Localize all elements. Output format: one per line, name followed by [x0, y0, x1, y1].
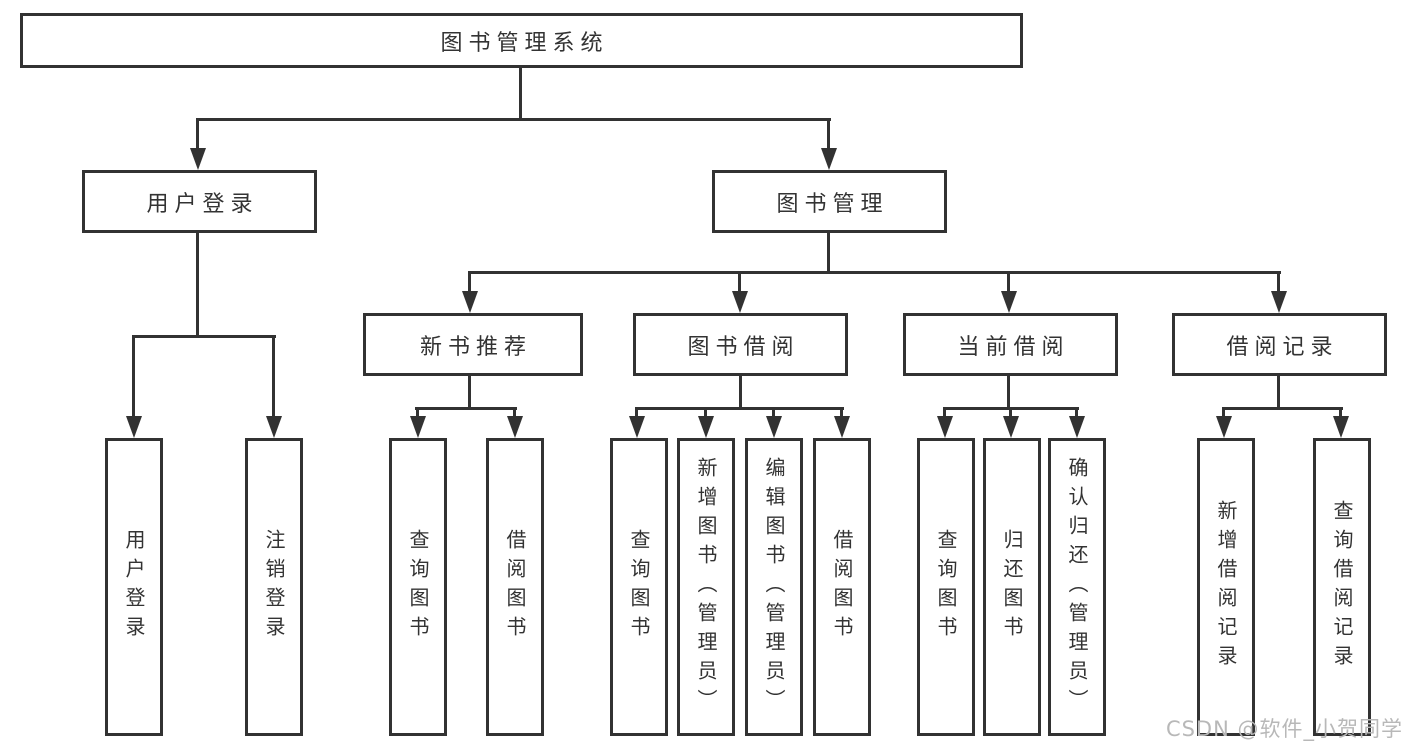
connector-root-stem	[519, 68, 522, 118]
arrow-down-icon	[190, 118, 206, 170]
leaf-borrow-books-borrowing: 借阅图书	[813, 438, 871, 736]
connector-borrowing-records-rail	[1222, 407, 1343, 410]
connector-level2-rail	[197, 118, 831, 121]
leaf-return-book: 归还图书	[983, 438, 1041, 736]
leaf-user-login: 用户登录	[105, 438, 163, 736]
leaf-query-books-recommend: 查询图书	[389, 438, 447, 736]
arrow-down-icon	[1003, 407, 1019, 438]
connector-book-borrowing-stem	[739, 376, 742, 407]
leaf-logout: 注销登录	[245, 438, 303, 736]
arrow-down-icon	[1001, 271, 1017, 313]
node-library-management-system: 图书管理系统	[20, 13, 1023, 68]
arrow-down-icon	[507, 407, 523, 438]
connector-new-book-stem	[468, 376, 471, 407]
arrow-down-icon	[1333, 407, 1349, 438]
arrow-down-icon	[766, 407, 782, 438]
connector-borrowing-records-stem	[1277, 376, 1280, 407]
node-user-login: 用户登录	[82, 170, 317, 233]
arrow-down-icon	[1271, 271, 1287, 313]
arrow-down-icon	[462, 271, 478, 313]
leaf-query-borrow-record: 查询借阅记录	[1313, 438, 1371, 736]
arrow-down-icon	[410, 407, 426, 438]
arrow-down-icon	[126, 335, 142, 438]
leaf-add-borrow-record: 新增借阅记录	[1197, 438, 1255, 736]
arrow-down-icon	[629, 407, 645, 438]
node-book-borrowing: 图书借阅	[633, 313, 848, 376]
node-book-management: 图书管理	[712, 170, 947, 233]
connector-new-book-rail	[415, 407, 517, 410]
connector-user-login-stem	[196, 233, 199, 335]
arrow-down-icon	[732, 271, 748, 313]
csdn-watermark: CSDN @软件_小贺同学	[1165, 717, 1403, 741]
connector-book-management-stem	[827, 233, 830, 271]
arrow-down-icon	[834, 407, 850, 438]
arrow-down-icon	[821, 118, 837, 170]
arrow-down-icon	[698, 407, 714, 438]
connector-book-borrowing-rail	[635, 407, 844, 410]
leaf-query-books-borrowing: 查询图书	[610, 438, 668, 736]
connector-user-login-rail	[132, 335, 276, 338]
node-current-borrowing: 当前借阅	[903, 313, 1118, 376]
arrow-down-icon	[937, 407, 953, 438]
leaf-confirm-return-admin: 确认归还（管理员）	[1048, 438, 1106, 736]
leaf-borrow-books-recommend: 借阅图书	[486, 438, 544, 736]
node-borrowing-records: 借阅记录	[1172, 313, 1387, 376]
connector-level3-rail	[468, 271, 1281, 274]
arrow-down-icon	[1216, 407, 1232, 438]
node-new-book-recommendation: 新书推荐	[363, 313, 583, 376]
connector-current-borrowing-stem	[1007, 376, 1010, 407]
arrow-down-icon	[266, 335, 282, 438]
leaf-add-book-admin: 新增图书（管理员）	[677, 438, 735, 736]
leaf-query-books-current: 查询图书	[917, 438, 975, 736]
arrow-down-icon	[1069, 407, 1085, 438]
leaf-edit-book-admin: 编辑图书（管理员）	[745, 438, 803, 736]
